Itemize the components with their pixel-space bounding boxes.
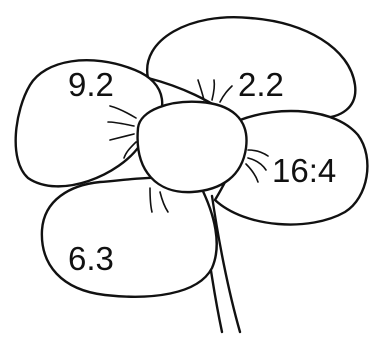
flower-center: [136, 100, 248, 194]
petal-bottom-left: [40, 176, 218, 298]
stamen-strokes: [107, 79, 269, 213]
petal-left-label: 9.2: [68, 66, 114, 103]
petal-bottom-left-label: 6.3: [68, 240, 114, 277]
petal-right-label: 16:4: [272, 152, 336, 189]
petal-top-right-label: 2.2: [238, 66, 284, 103]
